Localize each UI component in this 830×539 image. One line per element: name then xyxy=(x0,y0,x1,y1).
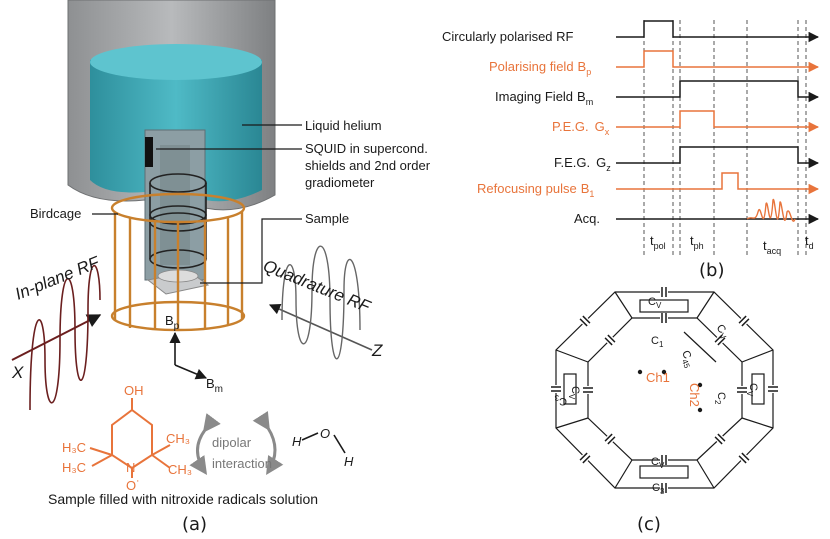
time-label-ph: tph xyxy=(690,233,704,251)
axis-z-label: Z xyxy=(371,341,383,360)
dipolar-arrow-left xyxy=(189,413,221,475)
oh-label: OH xyxy=(124,383,144,398)
in-plane-rf-wave xyxy=(11,264,102,411)
squid-label-line3: gradiometer xyxy=(305,175,375,190)
o-radical-label: O˙ xyxy=(126,478,140,493)
cv-right-box xyxy=(751,373,765,405)
label-cv-diag: CV xyxy=(712,322,732,342)
caption-b: (b) xyxy=(699,260,724,281)
label-c2: C2 xyxy=(713,392,727,405)
time-label-acq: tacq xyxy=(763,238,781,256)
caption-c: (c) xyxy=(637,514,661,535)
row-label-rf: Circularly polarised RF xyxy=(442,29,574,44)
b-axes xyxy=(169,331,208,380)
inner-shield xyxy=(160,145,190,265)
ports xyxy=(637,369,703,413)
dipolar-arrow-right xyxy=(252,411,284,476)
label-c3-bottom: C3 xyxy=(652,482,665,496)
label-cv-bottom: CV xyxy=(651,456,665,470)
liquid-helium-label: Liquid helium xyxy=(305,118,382,133)
label-cv-top: CV xyxy=(648,296,662,310)
h3c-label-1: H₃C xyxy=(62,440,86,455)
birdcage-label: Birdcage xyxy=(30,206,81,221)
water-h2: H xyxy=(344,454,354,469)
capacitors xyxy=(551,287,778,493)
label-ch1: Ch1 xyxy=(646,370,670,385)
label-cv-right: CV xyxy=(745,383,759,397)
cv-left-box xyxy=(563,373,577,405)
waveform-rf xyxy=(616,20,820,43)
liquid-helium xyxy=(90,45,262,202)
row-label-acq: Acq. xyxy=(574,211,600,226)
c45-branch xyxy=(683,331,717,363)
row-label-gz: F.E.G.Gz xyxy=(554,155,611,173)
water-h1: H xyxy=(292,434,302,449)
spokes xyxy=(555,291,774,489)
panel-c xyxy=(551,287,778,493)
b-m-label: Bm xyxy=(206,376,223,395)
row-label-gx: P.E.G.Gx xyxy=(552,119,610,137)
b-p-label: Bp xyxy=(165,313,180,332)
time-label-d: td xyxy=(805,233,814,251)
panel-a: In-plane RF X Quadrature RF Z Bp Bm Liqu… xyxy=(11,0,431,535)
label-c45: C45 xyxy=(677,349,696,370)
waveform-bp xyxy=(616,50,820,73)
caption-a: (a) xyxy=(182,514,207,535)
nitroxide-molecule xyxy=(89,398,171,478)
time-label-pol: tpol xyxy=(650,233,666,251)
h3c-label-2: H₃C xyxy=(62,460,86,475)
cv-bottom-box xyxy=(639,465,689,479)
label-cv-left: CV xyxy=(567,386,581,400)
sample-caption: Sample filled with nitroxide radicals so… xyxy=(48,491,318,507)
helium-surface xyxy=(90,44,262,80)
axis-x-label: X xyxy=(11,363,24,382)
birdcage xyxy=(110,192,246,332)
water-molecule xyxy=(301,432,346,454)
n-label: N xyxy=(126,460,135,475)
sample-label: Sample xyxy=(305,211,349,226)
time-guides xyxy=(643,20,807,256)
label-c1: C1 xyxy=(651,335,664,349)
ch3-label-2: CH₃ xyxy=(168,462,192,477)
waveform-bm xyxy=(616,80,820,103)
waveform-b1 xyxy=(616,172,820,195)
waveform-gx xyxy=(616,110,820,133)
squid-label-line2: shields and 2nd order xyxy=(305,158,431,173)
waveform-acq xyxy=(616,199,820,225)
label-ch2: Ch2 xyxy=(687,383,702,407)
squid-label-line1: SQUID in supercond. xyxy=(305,141,428,156)
water-o: O xyxy=(320,426,330,441)
squid xyxy=(145,137,153,167)
ch3-label-1: CH₃ xyxy=(166,431,190,446)
quadrature-rf-wave xyxy=(268,245,373,360)
panel-c-labels: CV C1 C45 CV CV C3 C2 CV CV C3 Ch1 Ch2 (… xyxy=(554,296,759,535)
waveform-gz xyxy=(616,146,820,169)
interaction-label: interaction xyxy=(212,456,272,471)
label-c3-left: C3 xyxy=(554,393,567,407)
sample-pointer xyxy=(200,218,302,284)
panel-b: Circularly polarised RF Polarising field… xyxy=(442,20,820,281)
cv-top-box xyxy=(639,299,689,313)
dipolar-label: dipolar xyxy=(212,435,252,450)
